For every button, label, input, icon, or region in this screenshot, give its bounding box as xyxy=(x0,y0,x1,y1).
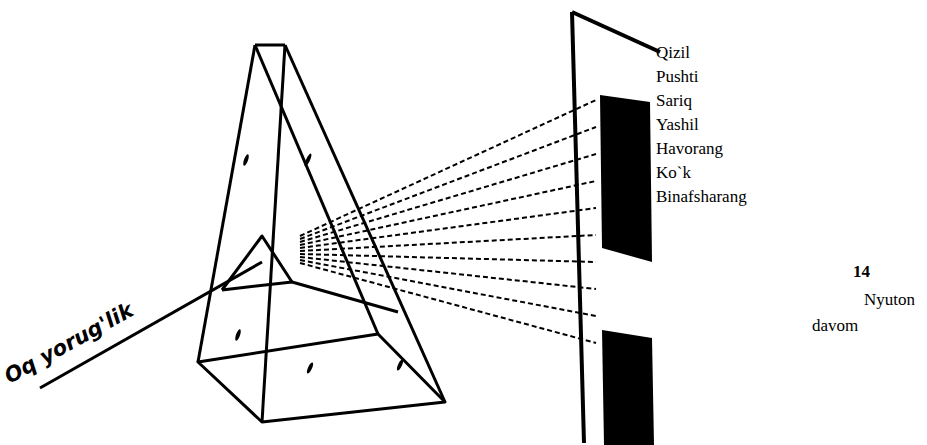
page-text: davom xyxy=(812,316,858,336)
light-label: Oq yorug'lik xyxy=(1,300,136,387)
spectrum-band xyxy=(600,95,652,262)
white-light-ray xyxy=(40,262,262,388)
screen xyxy=(572,12,660,445)
spectrum-band xyxy=(602,330,654,445)
prism-edge xyxy=(255,44,285,47)
page-text: Nyuton xyxy=(864,290,915,310)
dispersed-ray xyxy=(300,154,596,242)
prism-edge xyxy=(255,45,378,334)
color-label: Pushti xyxy=(656,67,699,87)
color-label: Binafsharang xyxy=(656,187,747,207)
dispersed-ray xyxy=(300,127,596,239)
color-label: Sariq xyxy=(656,91,692,111)
dispersed-ray xyxy=(300,100,596,236)
color-label: Qizil xyxy=(656,43,690,63)
prism-section xyxy=(222,282,398,312)
color-label: Yashil xyxy=(656,115,699,135)
dispersed-ray xyxy=(300,181,596,245)
prism-edge xyxy=(262,45,285,422)
dispersed-rays xyxy=(300,100,596,343)
color-label: Havorang xyxy=(656,139,723,159)
prism-section xyxy=(222,236,292,290)
dispersed-ray xyxy=(300,235,596,251)
prism-base xyxy=(198,334,445,422)
dispersed-ray xyxy=(300,260,596,316)
color-label: Ko`k xyxy=(656,163,691,183)
dispersed-ray xyxy=(300,257,596,289)
prism-edge xyxy=(198,45,255,362)
dispersed-ray xyxy=(300,263,596,343)
page-text: 14 xyxy=(853,262,870,282)
